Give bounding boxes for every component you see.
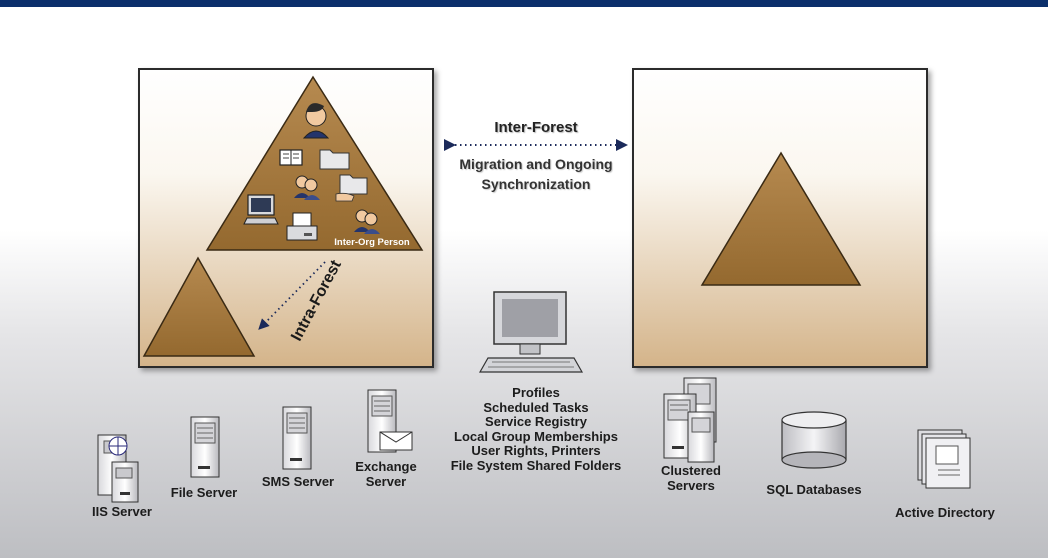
exchange-server-icon: [367, 389, 413, 453]
center-item-list: Profiles Scheduled Tasks Service Registr…: [428, 385, 644, 473]
center-item-user-rights: User Rights, Printers: [471, 443, 601, 458]
iis-server-icon: [97, 434, 139, 503]
shared-folder-icon: [335, 174, 368, 202]
file-server-icon: [190, 416, 220, 478]
center-item-scheduled-tasks: Scheduled Tasks: [483, 399, 589, 415]
center-item-file-system: File System Shared Folders: [450, 457, 622, 473]
exchange-server-label-line1: Exchange: [355, 459, 417, 474]
folder-icon: [319, 149, 350, 170]
book-icon: [279, 149, 303, 166]
clustered-servers-label-line1: Clustered: [661, 463, 721, 478]
sms-server-label: SMS Server: [261, 474, 335, 489]
sms-server-icon: [282, 406, 312, 470]
clustered-servers-label-line2: Servers: [667, 478, 715, 493]
inter-forest-line1: Migration and Ongoing: [459, 156, 613, 172]
database-icon: [781, 411, 847, 469]
intra-forest-triangle: [142, 256, 256, 357]
target-forest-triangle: [700, 151, 862, 286]
workstation-icon: [478, 291, 584, 373]
file-server-label: File Server: [170, 485, 238, 500]
center-item-service-registry: Service Registry: [485, 414, 587, 429]
computer-icon: [243, 194, 279, 225]
sql-databases-label: SQL Databases: [766, 482, 862, 497]
center-item-local-group: Local Group Memberships: [454, 428, 618, 444]
active-directory-label: Active Directory: [895, 505, 995, 520]
active-directory-icon: [917, 429, 971, 489]
source-forest-triangle: [205, 75, 424, 251]
group-icon: [294, 175, 320, 200]
inter-org-person-label: Inter-Org Person: [334, 237, 410, 248]
group-icon-2: [354, 209, 380, 234]
iis-server-label: IIS Server: [92, 504, 152, 519]
exchange-server-label-line2: Server: [365, 474, 407, 489]
person-icon: [302, 103, 330, 139]
top-bar: [0, 0, 1048, 7]
center-item-profiles: Profiles: [512, 385, 560, 400]
printer-icon: [286, 212, 318, 241]
inter-forest-line2: Synchronization: [481, 176, 591, 192]
clustered-servers-icon: [663, 377, 717, 463]
inter-forest-title: Inter-Forest: [494, 119, 578, 136]
